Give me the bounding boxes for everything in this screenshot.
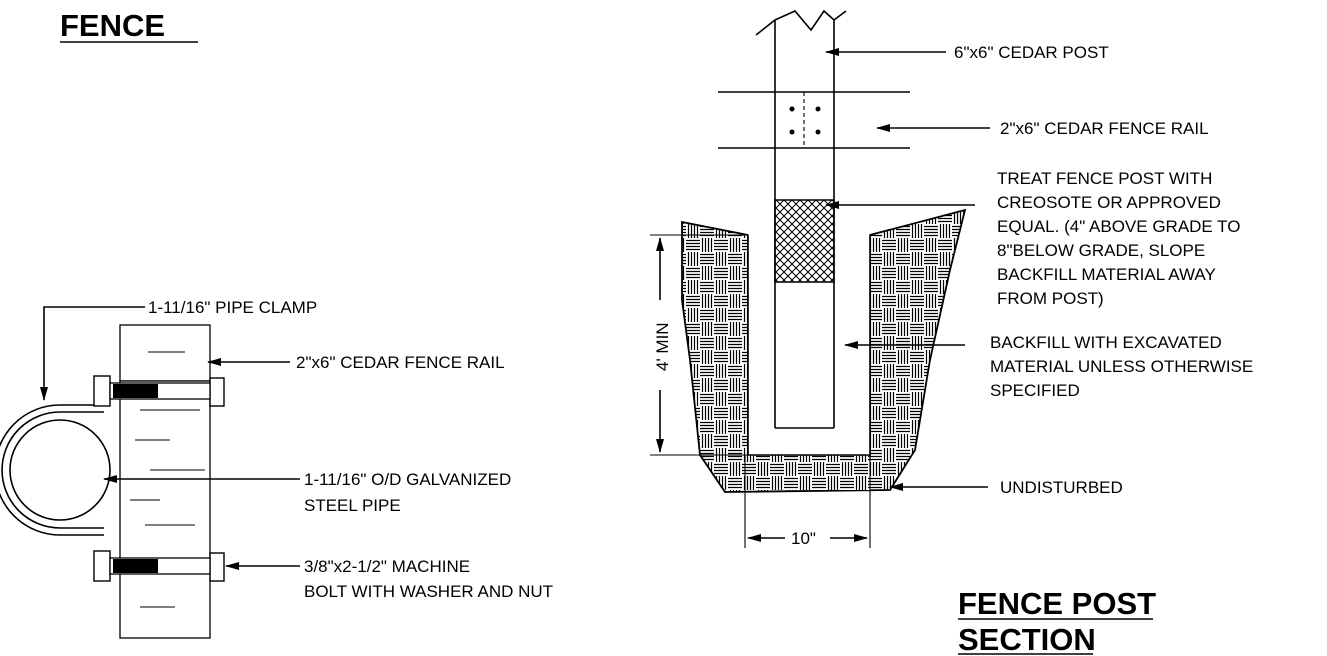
pipe-label-line2: STEEL PIPE xyxy=(304,496,401,515)
clamp-fence-rail-label: 2"x6" CEDAR FENCE RAIL xyxy=(296,353,505,372)
bolt-label-line2: BOLT WITH WASHER AND NUT xyxy=(304,582,553,601)
bolt-label-line1: 3/8"x2-1/2" MACHINE xyxy=(304,557,470,576)
backfill-note-line2: MATERIAL UNLESS OTHERWISE xyxy=(990,357,1253,376)
pipe-clamp-leader xyxy=(40,306,145,401)
post-fence-rail-label: 2"x6" CEDAR FENCE RAIL xyxy=(1000,119,1209,138)
pipe-label-line1: 1-11/16" O/D GALVANIZED xyxy=(304,470,511,489)
machine-bolt-lower xyxy=(93,550,225,582)
depth-dimension-label: 4' MIN xyxy=(653,322,672,371)
fence-post-section: 4' MIN 10" 6"x6" CEDAR POST 2"x6" CEDAR … xyxy=(650,9,1253,548)
fence-post-section-title-line1: FENCE POST xyxy=(958,586,1156,621)
treat-note-line6: FROM POST) xyxy=(997,289,1104,308)
treat-note-line4: 8"BELOW GRADE, SLOPE xyxy=(997,241,1205,260)
treat-note-line1: TREAT FENCE POST WITH xyxy=(997,169,1212,188)
backfill-note-line3: SPECIFIED xyxy=(990,381,1080,400)
creosote-treated-zone xyxy=(774,199,835,283)
width-dimension: 10" xyxy=(744,455,871,548)
fence-title: FENCE xyxy=(60,8,165,43)
cedar-fence-rail xyxy=(718,91,910,149)
machine-bolt-upper xyxy=(93,375,225,407)
pipe-clamp-strap xyxy=(0,404,104,536)
cedar-post xyxy=(755,9,847,429)
galvanized-steel-pipe xyxy=(9,419,111,521)
cedar-post-label: 6"x6" CEDAR POST xyxy=(954,43,1109,62)
fence-rail-lower xyxy=(119,380,211,639)
treat-note-line2: CREOSOTE OR APPROVED xyxy=(997,193,1221,212)
undisturbed-label: UNDISTURBED xyxy=(1000,478,1123,497)
depth-dimension: 4' MIN xyxy=(650,234,748,456)
backfill-note-line1: BACKFILL WITH EXCAVATED xyxy=(990,333,1222,352)
fence-rail-upper xyxy=(119,324,211,382)
treat-note-line3: EQUAL. (4" ABOVE GRADE TO xyxy=(997,217,1241,236)
pipe-clamp-strap-inner xyxy=(1,411,104,529)
pipe-clamp-label: 1-11/16" PIPE CLAMP xyxy=(148,298,317,317)
fence-post-section-title-line2: SECTION xyxy=(958,622,1096,656)
undisturbed-soil xyxy=(748,455,870,490)
treat-note-line5: BACKFILL MATERIAL AWAY xyxy=(997,265,1216,284)
width-dimension-label: 10" xyxy=(791,529,816,548)
pipe-clamp-detail: 1-11/16" PIPE CLAMP 2"x6" CEDAR FENCE RA… xyxy=(0,298,553,639)
